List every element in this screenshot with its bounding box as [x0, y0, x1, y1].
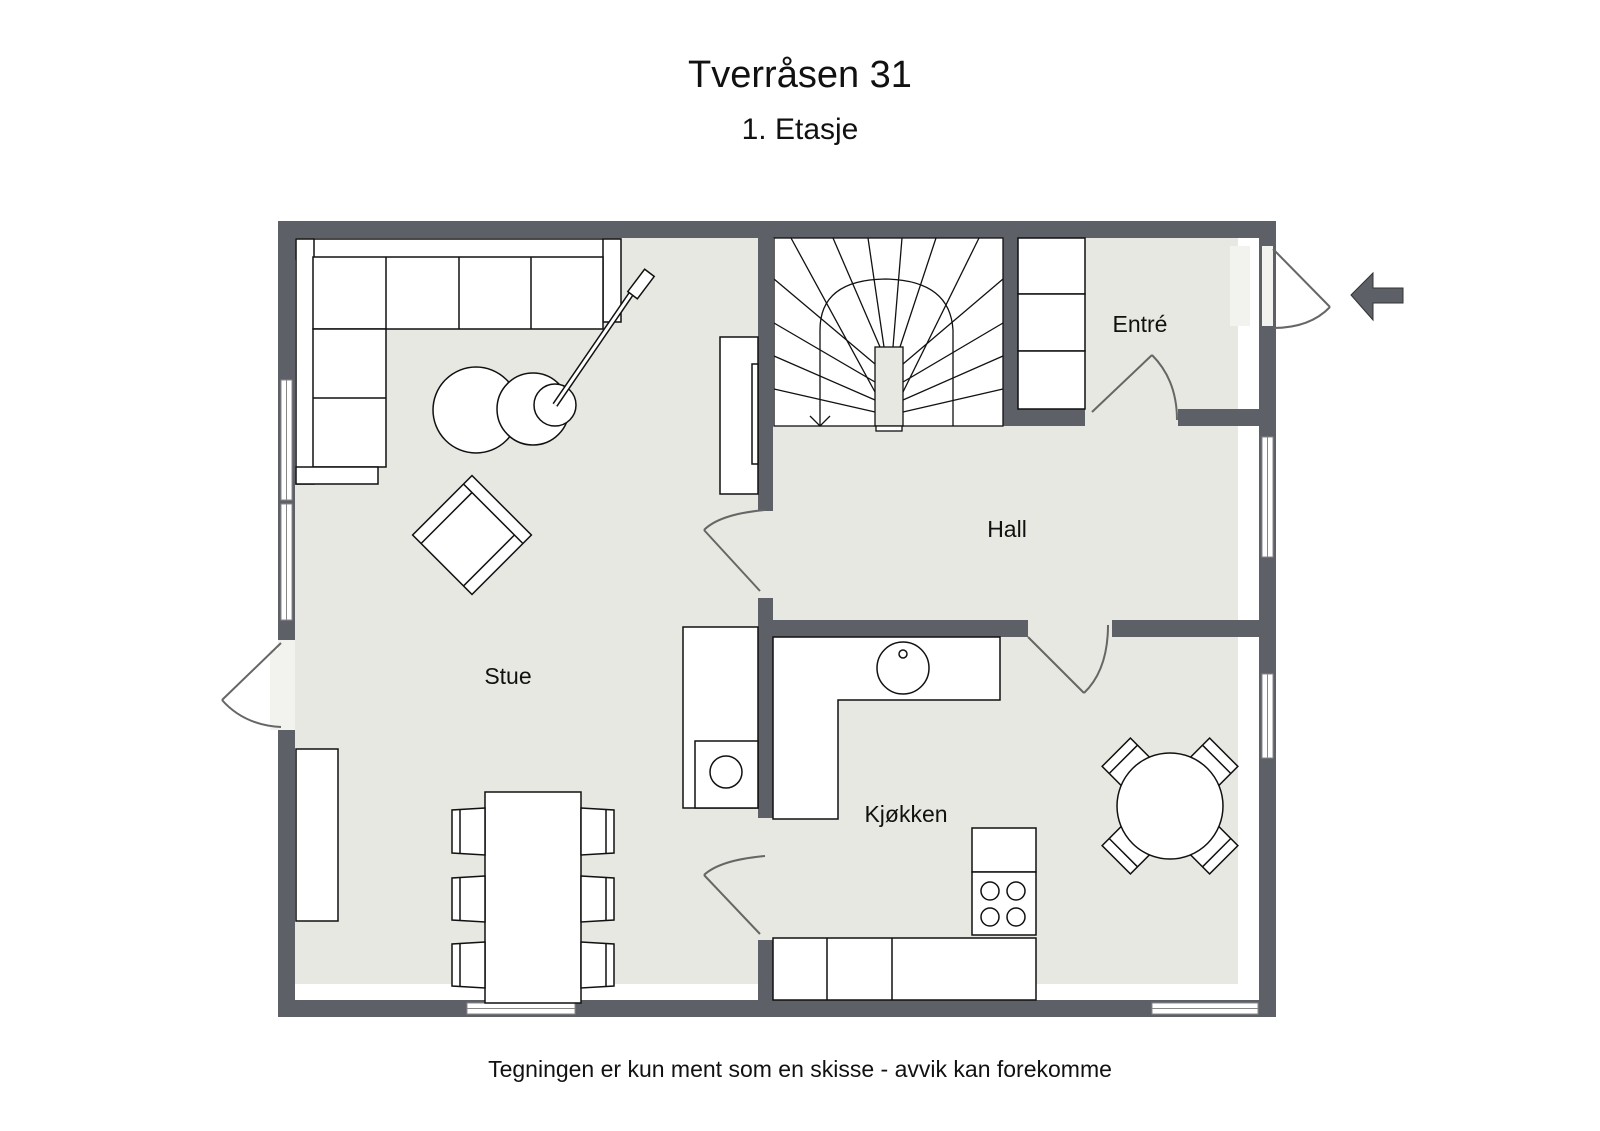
arrow-left-icon: [1350, 271, 1404, 322]
stue-furniture: [295, 238, 759, 1004]
disclaimer-text: Tegningen er kun ment som en skisse - av…: [488, 1056, 1112, 1082]
doors: [221, 246, 1331, 935]
windows: [280, 379, 1274, 1015]
staircase: [773, 237, 1004, 432]
room-label-entre: Entré: [1113, 311, 1168, 337]
floor-subtitle: 1. Etasje: [741, 113, 859, 146]
room-label-kjokken: Kjøkken: [864, 801, 947, 827]
kitchen-furniture: [772, 636, 1239, 1001]
plan-title: Tverråsen 31: [688, 54, 912, 96]
room-label-hall: Hall: [987, 516, 1027, 542]
room-label-stue: Stue: [484, 663, 531, 689]
entre-wardrobe: [1017, 237, 1086, 410]
